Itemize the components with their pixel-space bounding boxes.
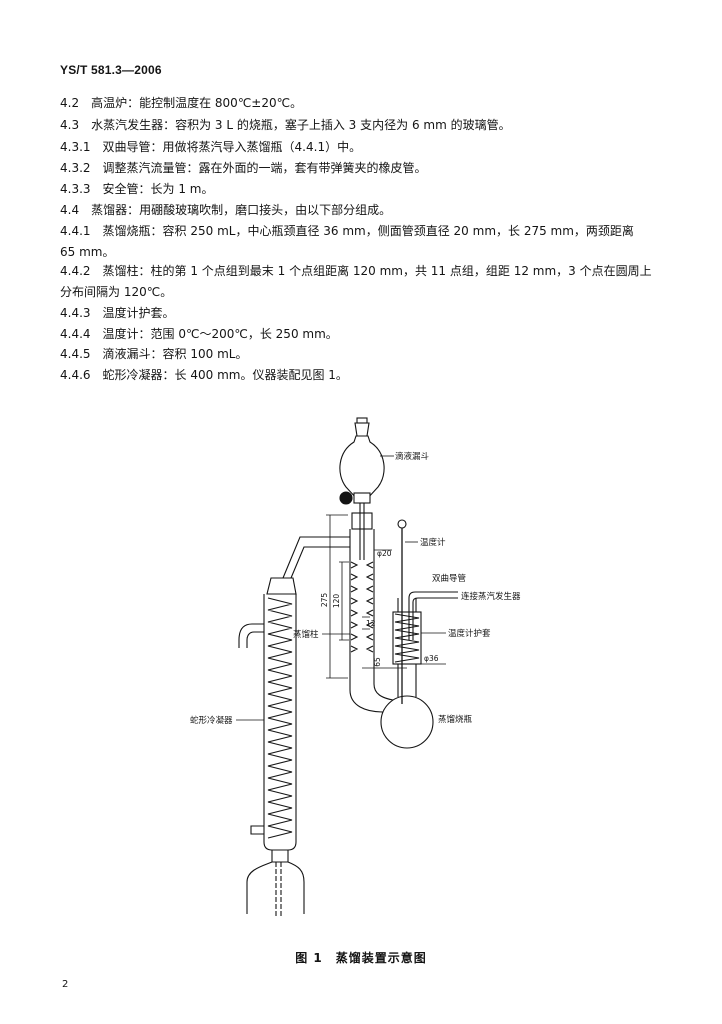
condenser-water-outlet <box>250 825 264 835</box>
figure-caption: 图 1 蒸馏装置示意图 <box>295 951 427 965</box>
clause-4-4-4: 4.4.4 温度计：范围 0℃～200℃，长 250 mm。 <box>60 327 338 341</box>
clause-4-3-3: 4.3.3 安全管：长为 1 m。 <box>60 182 214 196</box>
clause-4-4-5: 4.4.5 滴液漏斗：容积 100 mL。 <box>60 347 247 361</box>
clause-number: 4.4.1 <box>60 224 91 238</box>
page-number: 2 <box>62 979 69 990</box>
clause-number: 4.3.2 <box>60 161 91 175</box>
flask-bulb <box>380 695 434 749</box>
clause-number: 4.4.4 <box>60 327 91 341</box>
clause-text: 滴液漏斗：容积 100 mL。 <box>102 347 248 361</box>
label-steam-connection: 连接蒸汽发生器 <box>461 591 521 602</box>
condenser-drip-tip <box>275 862 282 918</box>
clause-text: 蛇形冷凝器：长 400 mm。仪器装配见图 1。 <box>102 368 348 382</box>
clause-4-3-1: 4.3.1 双曲导管：用做将蒸汽导入蒸馏瓶（4.4.1）中。 <box>60 140 361 154</box>
dimension-275-line <box>326 514 348 679</box>
condenser-coil <box>267 597 293 839</box>
clause-text: 温度计：范围 0℃～200℃，长 250 mm。 <box>102 327 338 341</box>
clause-text: 双曲导管：用做将蒸汽导入蒸馏瓶（4.4.1）中。 <box>102 140 362 154</box>
condenser-jacket <box>263 594 297 851</box>
dimension-lines <box>326 514 446 679</box>
column-tube <box>349 529 375 665</box>
clause-number: 4.2 <box>60 96 80 110</box>
steam-inlet-tube <box>408 591 458 640</box>
clause-number: 4.4.3 <box>60 306 91 320</box>
condenser-water-inlet <box>238 623 264 648</box>
column-side-arm <box>282 536 350 579</box>
label-thermometer-jacket: 温度计护套 <box>448 628 491 639</box>
dimension-36-label: φ36 <box>424 654 439 663</box>
clause-text: 蒸馏柱：柱的第 1 个点组到最末 1 个点组距离 120 mm，共 11 点组，… <box>102 264 652 278</box>
distillation-column <box>282 512 375 665</box>
clause-number: 4.3.1 <box>60 140 91 154</box>
condenser-top-joint <box>266 577 297 595</box>
dimension-12-line <box>362 616 370 630</box>
clause-text: 蒸馏烧瓶：容积 250 mL，中心瓶颈直径 36 mm，侧面管颈直径 20 mm… <box>102 224 634 238</box>
distillation-apparatus-figure: 滴液漏斗 温度计 双曲导管 连接蒸汽发生器 温度计护套 蒸馏柱 蒸馏烧瓶 蛇形冷… <box>190 417 521 918</box>
coil-condenser <box>238 577 305 918</box>
clause-number: 4.4 <box>60 203 80 217</box>
clause-number: 4.3 <box>60 118 80 132</box>
clause-text: 高温炉：能控制温度在 800℃±20℃。 <box>91 96 303 110</box>
clause-number: 4.4.5 <box>60 347 91 361</box>
stopcock-handle-icon <box>339 491 353 505</box>
clause-text: 安全管：长为 1 m。 <box>102 182 214 196</box>
clause-4-4-3: 4.4.3 温度计护套。 <box>60 306 175 320</box>
clause-4-4-1-continuation: 65 mm。 <box>60 245 115 259</box>
clause-4-4-1: 4.4.1 蒸馏烧瓶：容积 250 mL，中心瓶颈直径 36 mm，侧面管颈直径 … <box>60 224 634 238</box>
label-condenser: 蛇形冷凝器 <box>190 715 233 726</box>
column-top-joint <box>351 512 373 530</box>
thermometer-top <box>397 519 407 529</box>
label-column: 蒸馏柱 <box>293 629 319 640</box>
funnel-stem <box>359 503 365 560</box>
label-thermometer: 温度计 <box>420 537 446 548</box>
funnel-stopper <box>354 422 370 437</box>
clause-4-4-2-continuation: 分布间隔为 120℃。 <box>60 285 173 299</box>
dimension-275-label: 275 <box>320 593 329 608</box>
apparatus-drawing <box>236 417 458 918</box>
label-leaders <box>236 455 446 721</box>
dimension-20-label: φ20 <box>377 549 392 558</box>
thermometer-jacket-hatch <box>394 613 420 663</box>
clause-4-3-2: 4.3.2 调整蒸汽流量管：露在外面的一端，套有带弹簧夹的橡皮管。 <box>60 161 427 175</box>
dropping-funnel <box>339 417 385 560</box>
flask-assembly <box>349 519 458 749</box>
clause-text: 水蒸汽发生器：容积为 3 L 的烧瓶，塞子上插入 3 支内径为 6 mm 的玻璃… <box>91 118 511 132</box>
clause-4-4-6: 4.4.6 蛇形冷凝器：长 400 mm。仪器装配见图 1。 <box>60 368 348 382</box>
clause-4-4: 4.4 蒸馏器：用硼酸玻璃吹制，磨口接头，由以下部分组成。 <box>60 203 391 217</box>
clause-text: 蒸馏器：用硼酸玻璃吹制，磨口接头，由以下部分组成。 <box>91 203 392 217</box>
funnel-bulb <box>339 435 385 500</box>
clause-number: 4.3.3 <box>60 182 91 196</box>
funnel-stopper-top <box>356 417 368 424</box>
dimension-12-label: 12 <box>366 619 376 628</box>
document-code: YS/T 581.3—2006 <box>60 63 162 77</box>
column-point-groups <box>350 561 374 653</box>
clause-4-4-2: 4.4.2 蒸馏柱：柱的第 1 个点组到最末 1 个点组距离 120 mm，共 1… <box>60 264 652 278</box>
clause-number: 4.4.2 <box>60 264 91 278</box>
condenser-outlet-adapter <box>271 850 289 862</box>
funnel-stopcock <box>353 492 371 504</box>
label-bent-tube: 双曲导管 <box>432 573 466 584</box>
clause-4-3: 4.3 水蒸汽发生器：容积为 3 L 的烧瓶，塞子上插入 3 支内径为 6 mm … <box>60 118 511 132</box>
u-tube <box>349 665 394 713</box>
receiver-bell <box>246 861 305 914</box>
clause-4-2: 4.2 高温炉：能控制温度在 800℃±20℃。 <box>60 96 302 110</box>
dimension-65-label: 65 <box>373 657 382 667</box>
clause-text: 温度计护套。 <box>102 306 175 320</box>
label-flask: 蒸馏烧瓶 <box>438 714 473 725</box>
label-dropping-funnel: 滴液漏斗 <box>395 451 430 462</box>
clause-number: 4.4.6 <box>60 368 91 382</box>
dimension-120-line <box>339 561 349 641</box>
dimension-120-label: 120 <box>332 594 341 609</box>
clause-text: 调整蒸汽流量管：露在外面的一端，套有带弹簧夹的橡皮管。 <box>102 161 427 175</box>
